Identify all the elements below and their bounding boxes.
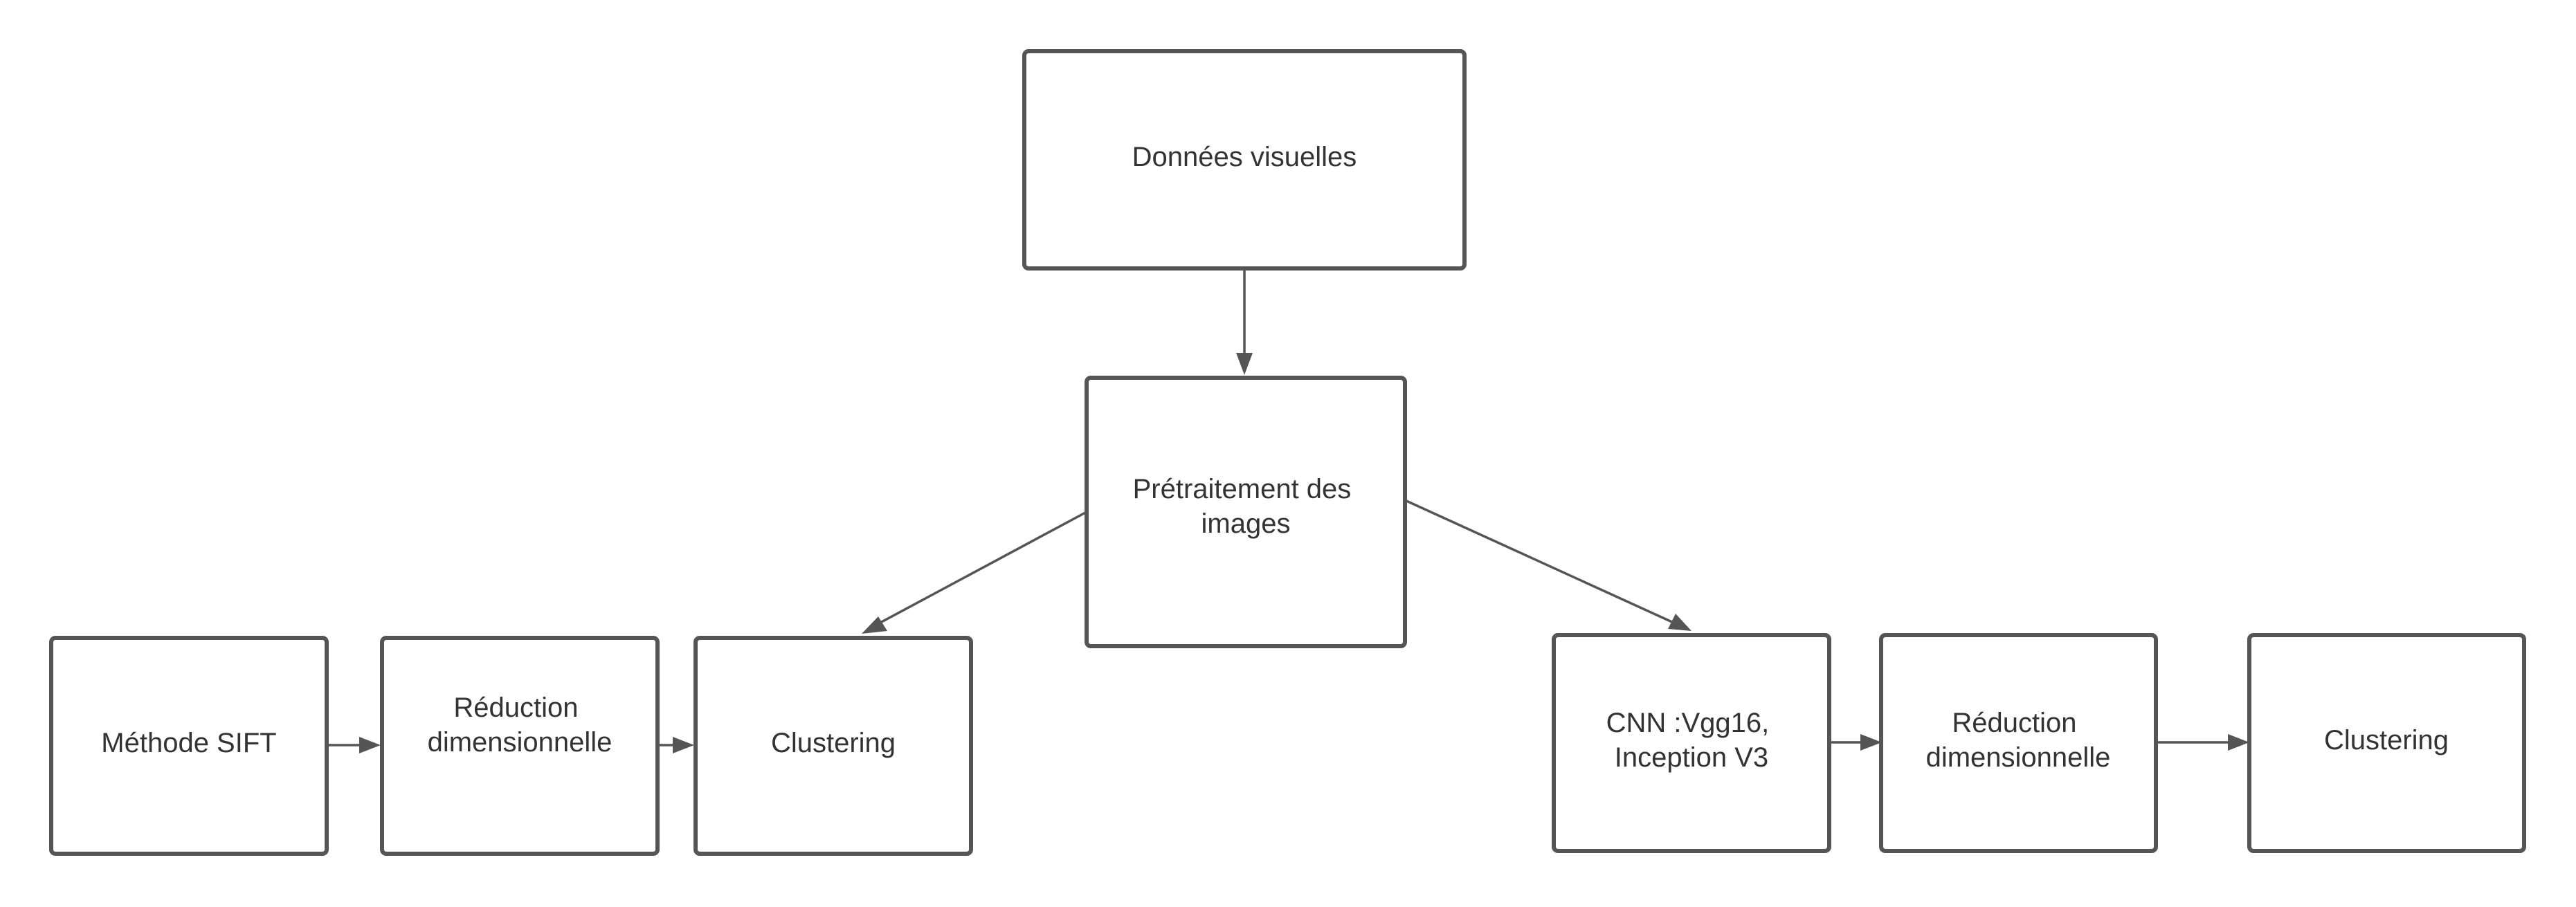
node-methode-sift: Méthode SIFT (49, 636, 329, 856)
node-cnn: CNN :Vgg16, Inception V3 (1552, 633, 1831, 853)
arrowhead-icon (1860, 734, 1882, 751)
node-pretraitement-images: Prétraitement des images (1085, 376, 1407, 648)
node-label-line-1: CNN :Vgg16, (1606, 708, 1770, 738)
node-label-line-1: Prétraitement des (1133, 474, 1352, 504)
edge-sift-to-reduction-left (327, 737, 381, 753)
node-label-line-2: images (1201, 509, 1291, 539)
svg-text:Prétraitement des images: Prétraitement des images (1133, 474, 1359, 539)
svg-text:Clustering: Clustering (771, 728, 896, 758)
arrowhead-icon (673, 737, 694, 753)
arrowhead-icon (2228, 734, 2249, 751)
edge-reduction-left-to-clustering-left (657, 737, 694, 753)
node-label: Clustering (771, 728, 896, 758)
arrowhead-icon (1236, 353, 1253, 375)
node-label-line-2: dimensionnelle (428, 727, 613, 758)
arrowhead-icon (1668, 614, 1691, 631)
node-label-line-2: Inception V3 (1615, 742, 1768, 773)
svg-text:Clustering: Clustering (2324, 725, 2449, 755)
svg-text:Réduction dimensionnelle: Réduction dimensionnelle (1926, 708, 2111, 773)
svg-text:Données visuelles: Données visuelles (1132, 142, 1357, 172)
node-label-line-1: Réduction (453, 693, 578, 723)
edge-pretraitement-to-cnn (1404, 499, 1691, 631)
arrowhead-icon (862, 616, 887, 634)
node-reduction-dimensionnelle-right: Réduction dimensionnelle (1879, 633, 2158, 853)
edge-reduction-right-to-clustering-right (2156, 734, 2249, 751)
edge-cnn-to-reduction-right (1829, 734, 1882, 751)
node-donnees-visuelles: Données visuelles (1022, 49, 1467, 271)
node-label-line-1: Réduction (1952, 708, 2076, 738)
node-label: Méthode SIFT (101, 728, 276, 758)
node-label: Clustering (2324, 725, 2449, 755)
edge-donnees-to-pretraitement (1236, 268, 1253, 375)
node-reduction-dimensionnelle-left: Réduction dimensionnelle (380, 636, 660, 856)
arrowhead-icon (359, 737, 381, 753)
node-clustering-left: Clustering (693, 636, 973, 856)
node-label-line-2: dimensionnelle (1926, 742, 2111, 773)
edge-pretraitement-to-clustering-left (862, 511, 1087, 634)
svg-text:CNN :Vgg16, Inception V3: CNN :Vgg16, Inception V3 (1606, 708, 1777, 773)
svg-text:Réduction dimensionnelle: Réduction dimensionnelle (428, 693, 613, 758)
svg-text:Méthode SIFT: Méthode SIFT (101, 728, 276, 758)
node-clustering-right: Clustering (2247, 633, 2526, 853)
node-label: Données visuelles (1132, 142, 1357, 172)
